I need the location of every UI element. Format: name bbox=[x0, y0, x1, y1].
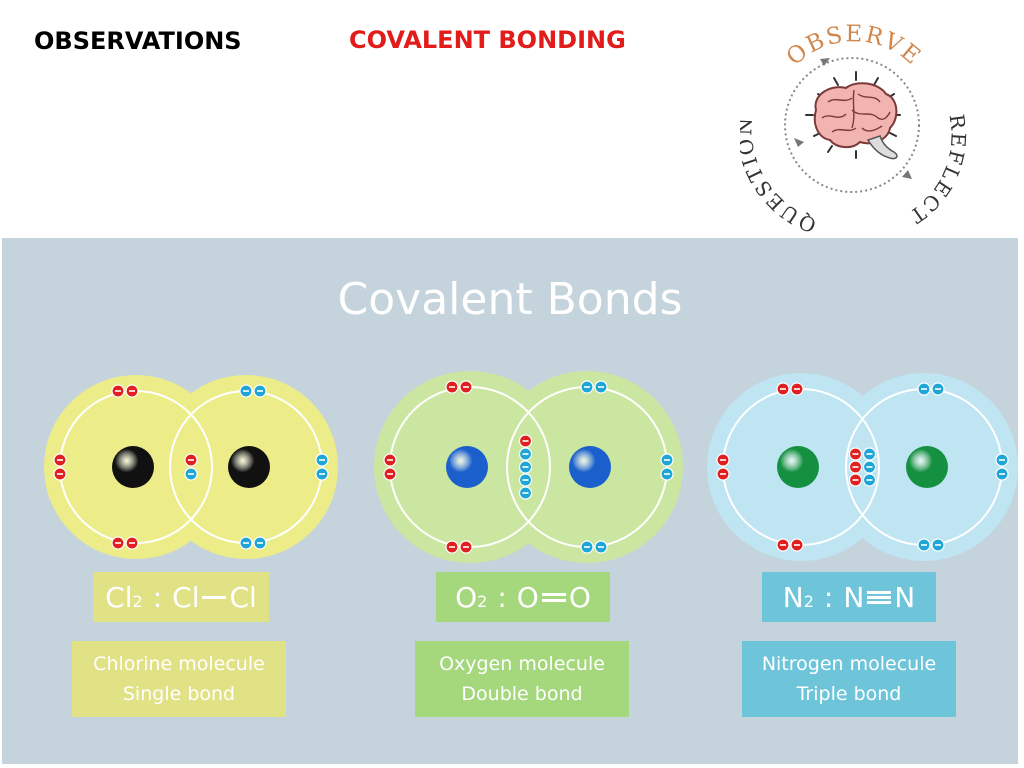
formula-box bbox=[436, 572, 610, 622]
formula-separator: : bbox=[823, 580, 834, 614]
formula-separator: : bbox=[497, 580, 507, 614]
formula-box bbox=[93, 572, 269, 622]
topic-heading: COVALENT BONDING bbox=[349, 26, 626, 54]
molecule-triple-bond bbox=[707, 373, 1018, 561]
panel-title: Covalent Bonds bbox=[337, 274, 683, 325]
bond-type: Triple bond bbox=[796, 683, 902, 705]
double-bond-line bbox=[541, 592, 566, 602]
cycle-arrow-icon bbox=[820, 58, 830, 66]
molecule-name: Chlorine molecule bbox=[93, 653, 265, 675]
formula-element: N bbox=[782, 580, 804, 614]
formula-right-atom: Cl bbox=[229, 580, 257, 614]
atom-nucleus bbox=[777, 446, 819, 488]
formula-box bbox=[762, 572, 936, 622]
single-bond-line bbox=[202, 595, 227, 599]
formula-subscript: 2 bbox=[132, 591, 143, 611]
cycle-arrow-icon bbox=[902, 170, 912, 179]
bond-type: Double bond bbox=[461, 683, 583, 705]
formula-left-atom: N bbox=[843, 580, 865, 614]
description-box bbox=[742, 641, 956, 717]
molecule-diagrams bbox=[44, 371, 1018, 717]
description-oxygen: Oxygen molecule Double bond bbox=[415, 641, 629, 717]
molecule-double-bond bbox=[374, 371, 683, 563]
formula-subscript: 2 bbox=[803, 591, 814, 611]
cycle-dotted-ring bbox=[784, 57, 920, 193]
observations-heading: OBSERVATIONS bbox=[34, 27, 242, 55]
svg-text:OBSERVE: OBSERVE bbox=[782, 21, 927, 71]
description-box bbox=[72, 641, 286, 717]
formula-separator: : bbox=[152, 580, 163, 614]
atom-nucleus bbox=[446, 446, 488, 488]
formula-left-atom: O bbox=[516, 580, 539, 614]
svg-text:QUESTION: QUESTION bbox=[740, 116, 820, 237]
molecule-name: Nitrogen molecule bbox=[761, 653, 937, 675]
observe-reflect-question-cycle: OBSERVE REFLECT QUESTION bbox=[740, 21, 970, 237]
cycle-observe-label: OBSERVE bbox=[782, 21, 925, 71]
molecule-single-bond bbox=[44, 375, 338, 559]
atom-nucleus bbox=[228, 446, 270, 488]
atom-nucleus bbox=[569, 446, 611, 488]
brain-icon bbox=[805, 71, 901, 160]
formula-left-atom: Cl bbox=[172, 580, 200, 614]
formula-right-atom: O bbox=[568, 580, 591, 614]
formula-element: Cl bbox=[105, 580, 133, 614]
formula-element: O bbox=[455, 580, 478, 614]
description-chlorine: Chlorine molecule Single bond bbox=[72, 641, 286, 717]
bond-type: Single bond bbox=[122, 683, 236, 705]
svg-text:REFLECT: REFLECT bbox=[904, 113, 970, 229]
atom-nucleus bbox=[112, 446, 154, 488]
atom-nucleus bbox=[906, 446, 948, 488]
cycle-reflect-label: REFLECT bbox=[904, 113, 969, 229]
formula-right-atom: N bbox=[894, 580, 916, 614]
description-nitrogen: Nitrogen molecule Triple bond bbox=[742, 641, 956, 717]
formula-subscript: 2 bbox=[477, 591, 488, 611]
description-box bbox=[415, 641, 629, 717]
triple-bond-line bbox=[867, 590, 892, 604]
molecule-name: Oxygen molecule bbox=[439, 653, 605, 675]
cycle-arrow-icon bbox=[794, 138, 804, 147]
cycle-question-label: QUESTION bbox=[740, 116, 818, 237]
